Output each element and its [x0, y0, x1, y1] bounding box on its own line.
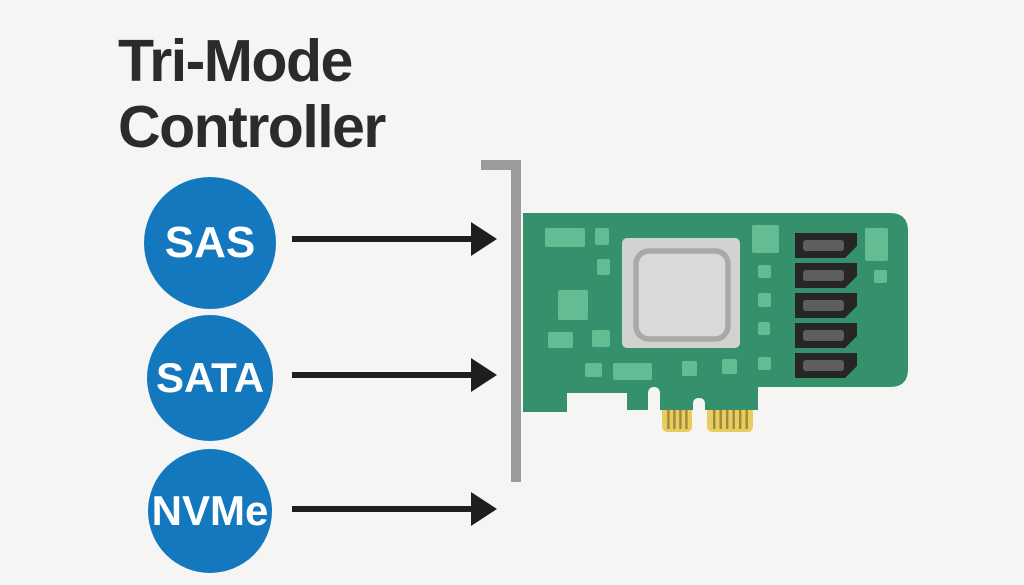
node-sas: SAS	[144, 177, 276, 309]
node-nvme-label: NVMe	[151, 487, 269, 534]
pci-bracket	[481, 160, 521, 482]
pcie-card-illustration	[481, 160, 908, 482]
board-components	[545, 225, 888, 380]
port-5-slot	[803, 360, 844, 371]
page-title: Tri-Mode Controller	[118, 28, 386, 160]
gold-finger-gaps-2	[713, 408, 748, 429]
node-nvme: NVMe	[148, 449, 272, 573]
node-sas-label: SAS	[164, 218, 256, 267]
port-3-slot	[803, 300, 844, 311]
sata-arrow-icon	[292, 372, 471, 378]
node-sata: SATA	[147, 315, 273, 441]
gold-fingers-group-2	[707, 406, 753, 432]
port-4-slot	[803, 330, 844, 341]
sas-arrow-icon	[292, 236, 471, 242]
chip-die	[633, 248, 731, 342]
title-line-2: Controller	[118, 94, 386, 160]
port-1-slot	[803, 240, 844, 251]
node-sata-label: SATA	[155, 354, 265, 401]
nvme-arrow-icon	[292, 506, 471, 512]
connector-ports	[795, 233, 857, 378]
port-2-slot	[803, 270, 844, 281]
title-line-1: Tri-Mode	[118, 28, 353, 94]
gold-finger-gaps-1	[667, 408, 688, 429]
